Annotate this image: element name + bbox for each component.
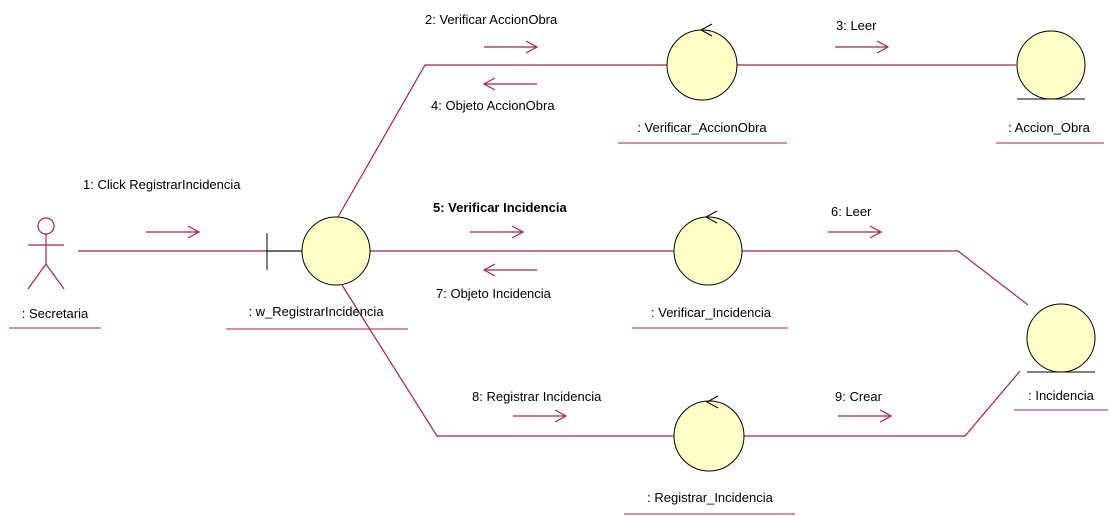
message-arrows-group — [146, 40, 893, 423]
link-w-registrar-registrar-incidencia — [341, 284, 674, 437]
object-label-verificar-incidencia: : Verificar_Incidencia — [651, 305, 772, 320]
message-label-m3: 3: Leer — [836, 18, 877, 33]
object-label-verificar-accion: : Verificar_AccionObra — [637, 120, 767, 135]
link-verificar-incidencia-incidencia — [742, 250, 1029, 306]
link-w-registrar-verificar-accion — [337, 64, 667, 218]
message-label-m8: 8: Registrar Incidencia — [472, 389, 602, 404]
message-label-m2: 2: Verificar AccionObra — [425, 12, 558, 27]
actor-icon[interactable] — [27, 217, 65, 290]
object-label-secretaria: : Secretaria — [22, 306, 89, 321]
message-label-m9: 9: Crear — [835, 389, 883, 404]
arrow-m3 — [835, 40, 890, 54]
message-label-m1: 1: Click RegistrarIncidencia — [83, 177, 241, 192]
message-label-m6: 6: Leer — [831, 204, 872, 219]
entity-icon[interactable] — [1026, 303, 1096, 373]
arrow-m2 — [484, 40, 539, 54]
control-icon[interactable] — [666, 23, 738, 101]
object-label-w-registrar: : w_RegistrarIncidencia — [248, 304, 384, 319]
entity-icon[interactable] — [1016, 30, 1086, 100]
message-label-m5: 5: Verificar Incidencia — [433, 200, 567, 215]
control-icon[interactable] — [673, 210, 743, 286]
link-registrar-incidencia-incidencia — [744, 370, 1021, 437]
object-label-registrar-incidencia: : Registrar_Incidencia — [647, 490, 773, 505]
message-label-m7: 7: Objeto Incidencia — [436, 286, 552, 301]
boundary-icon[interactable] — [266, 216, 371, 286]
object-label-accion-obra: : Accion_Obra — [1008, 120, 1090, 135]
arrow-m8 — [513, 409, 568, 423]
arrow-m7 — [482, 263, 537, 277]
arrow-m9 — [838, 409, 893, 423]
arrow-m6 — [828, 225, 883, 239]
control-icon[interactable] — [673, 395, 745, 472]
links-group — [78, 64, 1029, 437]
object-label-incidencia: : Incidencia — [1028, 388, 1095, 403]
arrow-m5 — [470, 225, 525, 239]
arrow-m4 — [482, 77, 537, 91]
arrow-m1 — [146, 225, 201, 239]
message-label-m4: 4: Objeto AccionObra — [431, 98, 555, 113]
